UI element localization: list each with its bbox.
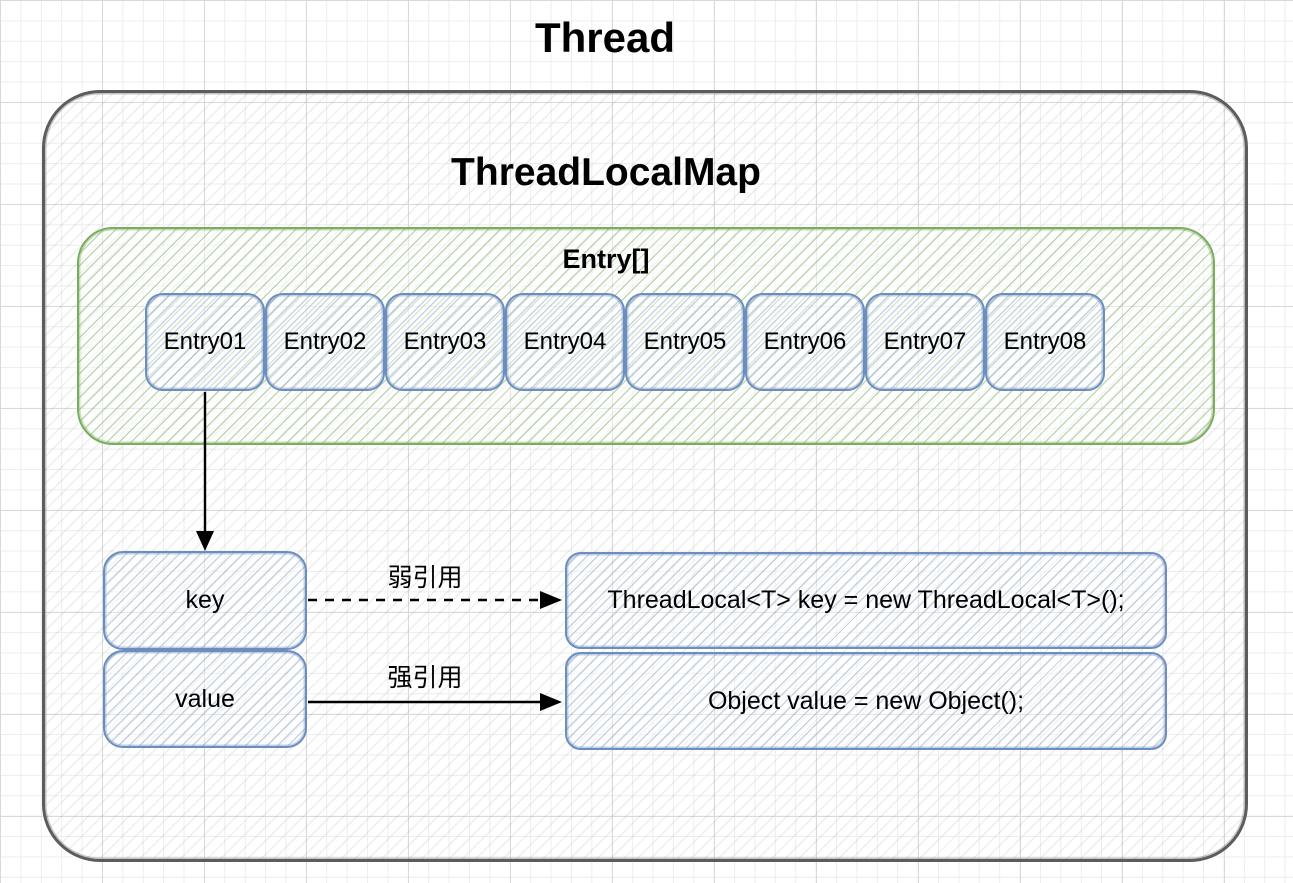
entry-node-02: Entry02 (265, 293, 385, 391)
thread-container (42, 90, 1248, 862)
thread-title: Thread (534, 14, 676, 61)
value-node: value (103, 650, 307, 748)
strong-reference-label: 强引用 (387, 664, 463, 692)
entry-node-05: Entry05 (625, 293, 745, 391)
entry-array-container (77, 227, 1215, 445)
entry-node-08: Entry08 (985, 293, 1105, 391)
entry-node-03: Entry03 (385, 293, 505, 391)
entry-node-04: Entry04 (505, 293, 625, 391)
threadlocal-code-node: ThreadLocal<T> key = new ThreadLocal<T>(… (565, 552, 1167, 649)
entry-node-01: Entry01 (145, 293, 265, 391)
key-node: key (103, 551, 307, 650)
object-code-node: Object value = new Object(); (565, 652, 1167, 750)
weak-reference-label: 弱引用 (387, 564, 463, 592)
entry-node-07: Entry07 (865, 293, 985, 391)
entry-row: Entry01 Entry02 Entry03 Entry04 Entry05 … (145, 293, 1105, 391)
entry-array-label: Entry[] (562, 244, 650, 274)
threadlocalmap-title: ThreadLocalMap (451, 151, 761, 194)
entry-node-06: Entry06 (745, 293, 865, 391)
